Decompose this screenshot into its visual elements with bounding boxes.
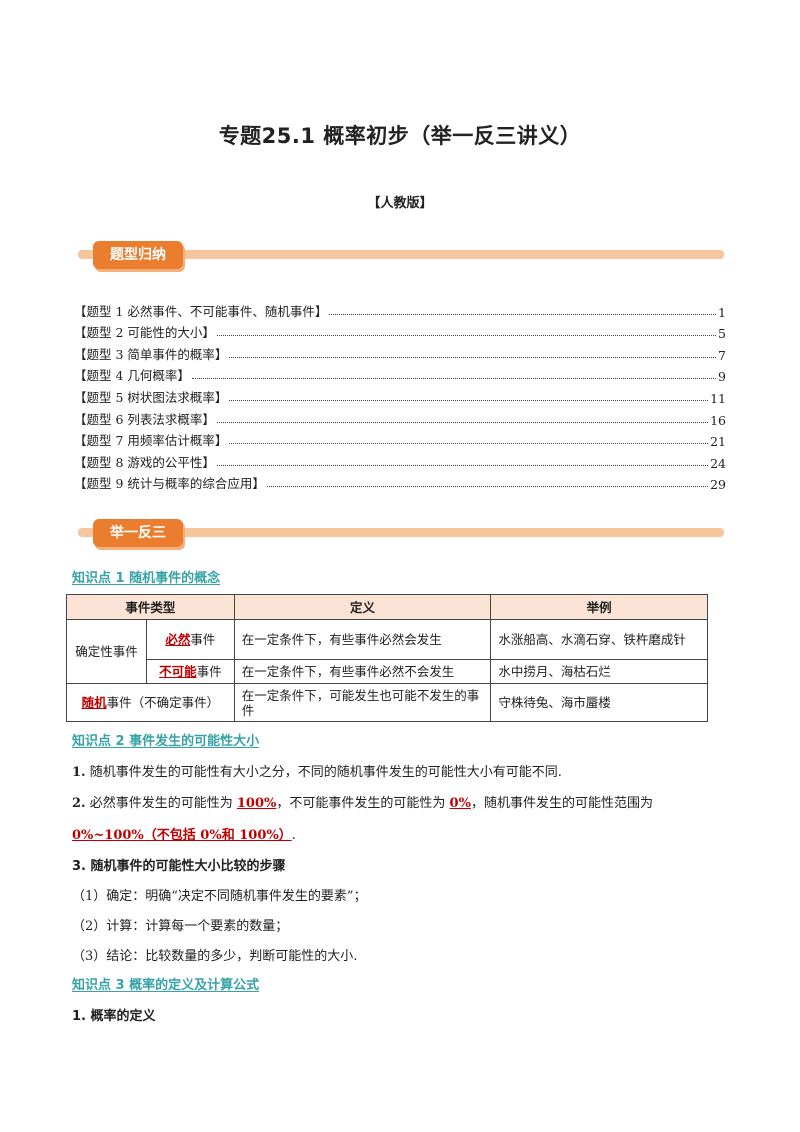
page-title: 专题25.1 概率初步（举一反三讲义） (218, 124, 582, 148)
toc-item[interactable]: 【题型 9 统计与概率的综合应用】29 (74, 476, 726, 493)
table-cell-type: 随机事件（不确定事件） (66, 683, 235, 722)
toc-item[interactable]: 【题型 8 游戏的公平性】24 (74, 454, 726, 471)
table-cell-definition: 在一定条件下，有些事件必然会发生 (233, 619, 492, 660)
section-banner-toc: 题型归纳 (93, 241, 183, 269)
table-of-contents: 【题型 1 必然事件、不可能事件、随机事件】1 【题型 2 可能性的大小】5 【… (74, 298, 726, 493)
table-cell-group: 确定性事件 (66, 619, 147, 684)
toc-item[interactable]: 【题型 2 可能性的大小】5 (74, 325, 726, 342)
paragraph-heading: 1. 概率的定义 (72, 1009, 156, 1024)
step-item: （2）计算：计算每一个要素的数量； (72, 919, 289, 934)
section-banner-bar (78, 250, 724, 259)
table-row: 随机事件（不确定事件） 在一定条件下，可能发生也可能不发生的事件 守株待兔、海市… (66, 683, 708, 722)
section-banner-bar (78, 528, 724, 537)
knowledge-point-heading: 知识点 2 事件发生的可能性大小 (72, 734, 260, 749)
toc-item[interactable]: 【题型 7 用频率估计概率】21 (74, 433, 726, 450)
table-header: 定义 (233, 594, 492, 620)
toc-item[interactable]: 【题型 4 几何概率】9 (74, 368, 726, 385)
knowledge-point-heading: 知识点 1 随机事件的概念 (72, 571, 221, 586)
table-cell-type: 必然事件 (145, 619, 235, 660)
toc-item[interactable]: 【题型 5 树状图法求概率】11 (74, 389, 726, 406)
table-header: 事件类型 (66, 594, 235, 620)
paragraph: 2. 必然事件发生的可能性为 100%，不可能事件发生的可能性为 0%，随机事件… (72, 796, 653, 811)
toc-item[interactable]: 【题型 3 简单事件的概率】7 (74, 346, 726, 363)
step-item: （1）确定：明确“决定不同随机事件发生的要素”； (72, 889, 367, 904)
event-type-table: 事件类型 定义 举例 确定性事件 必然事件 在一定条件下，有些事件必然会发生 水… (66, 594, 708, 722)
table-cell-definition: 在一定条件下，有些事件必然不会发生 (233, 659, 492, 684)
table-row: 不可能事件 在一定条件下，有些事件必然不会发生 水中捞月、海枯石烂 (67, 659, 708, 684)
table-cell-example: 水涨船高、水滴石穿、铁杵磨成针 (490, 619, 708, 660)
paragraph: 0%~100%（不包括 0%和 100%）. (72, 828, 296, 843)
table-cell-type: 不可能事件 (145, 659, 235, 684)
edition-label: 【人教版】 (367, 196, 433, 211)
paragraph: 1. 随机事件发生的可能性有大小之分，不同的随机事件发生的可能性大小有可能不同. (72, 765, 562, 780)
table-cell-example: 守株待兔、海市蜃楼 (490, 683, 708, 722)
section-banner-main: 举一反三 (93, 519, 183, 547)
table-cell-example: 水中捞月、海枯石烂 (490, 659, 708, 684)
table-header: 举例 (490, 594, 708, 620)
table-cell-definition: 在一定条件下，可能发生也可能不发生的事件 (233, 683, 492, 722)
step-item: （3）结论：比较数量的多少，判断可能性的大小. (72, 949, 358, 964)
knowledge-point-heading: 知识点 3 概率的定义及计算公式 (72, 978, 260, 993)
table-row: 确定性事件 必然事件 在一定条件下，有些事件必然会发生 水涨船高、水滴石穿、铁杵… (66, 619, 708, 684)
toc-item[interactable]: 【题型 1 必然事件、不可能事件、随机事件】1 (74, 303, 726, 320)
paragraph-heading: 3. 随机事件的可能性大小比较的步骤 (72, 859, 286, 874)
toc-item[interactable]: 【题型 6 列表法求概率】16 (74, 411, 726, 428)
